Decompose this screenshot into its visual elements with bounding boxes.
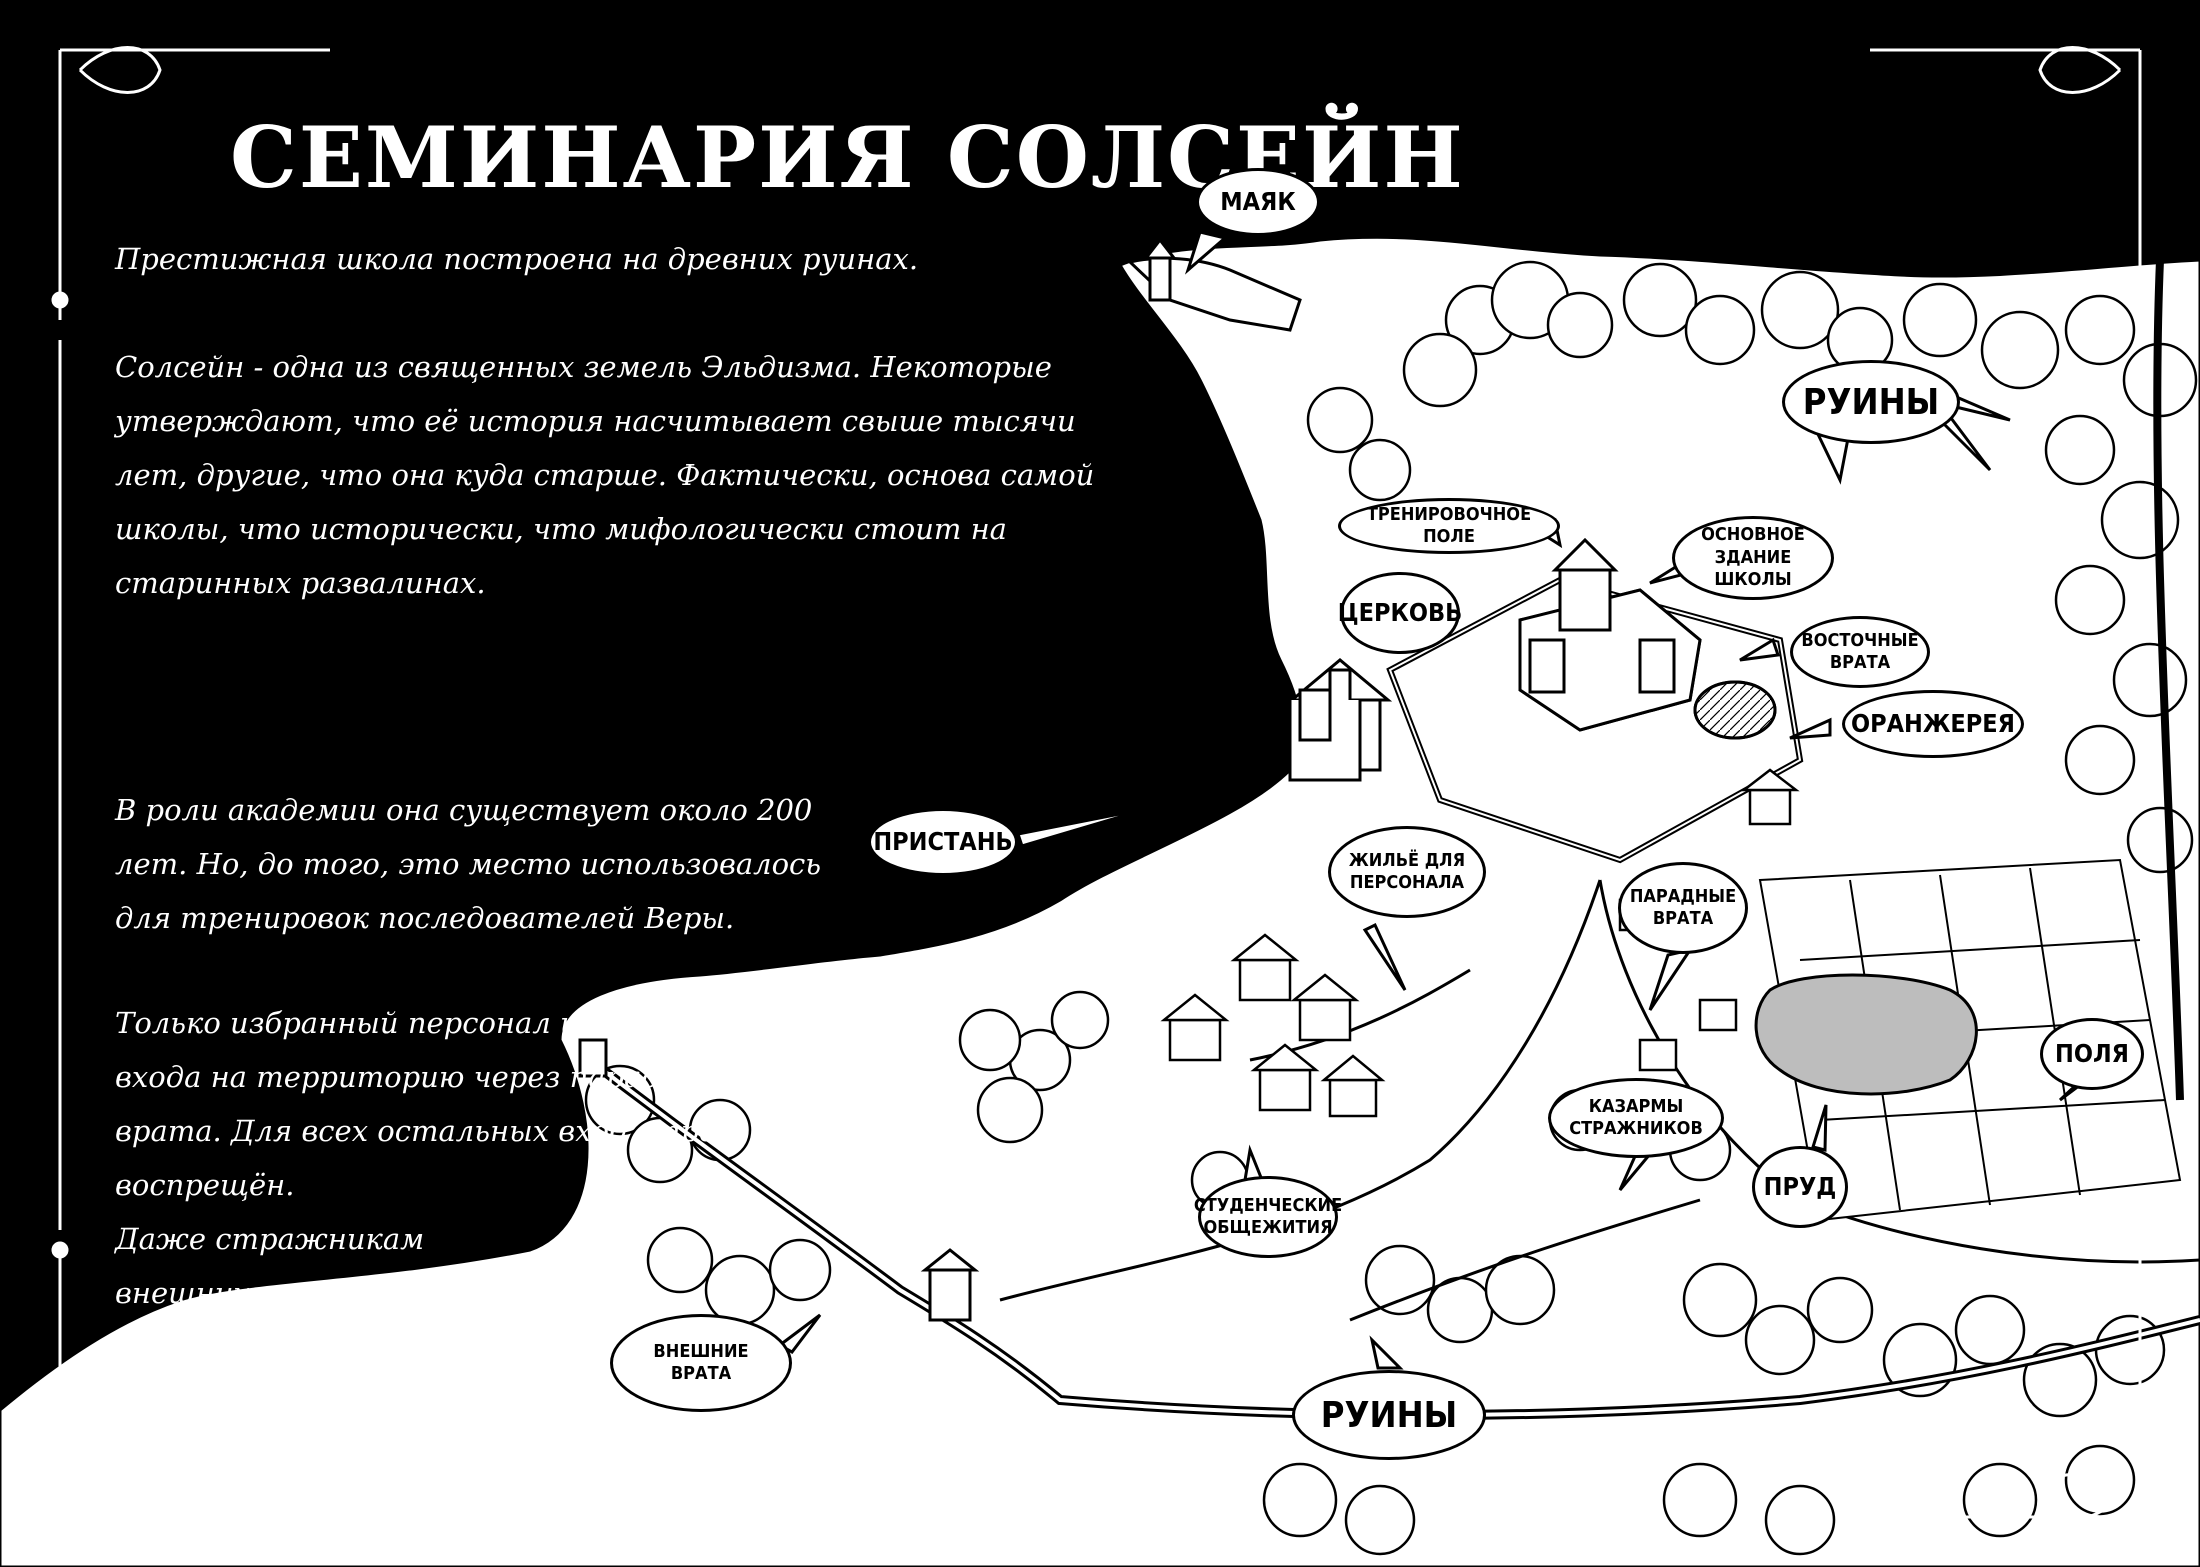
east-wall xyxy=(2153,259,2184,1101)
outer-gate-tower xyxy=(920,1248,980,1322)
access-text: Только избранный персонал имеет право вх… xyxy=(115,996,835,1212)
label-ruins-north[interactable]: РУИНЫ xyxy=(1782,360,1960,444)
pond xyxy=(1754,973,1978,1096)
corner-ornaments xyxy=(51,46,2149,1521)
greenhouse-building xyxy=(1693,680,1777,740)
intro-paragraph-1: Престижная школа построена на древних ру… xyxy=(115,242,919,276)
label-pier[interactable]: ПРИСТАНЬ xyxy=(868,808,1018,876)
intro-paragraph-3: В роли академии она существует около 200… xyxy=(115,793,822,935)
intro-paragraph-2: Солсейн - одна из священных земель Эльди… xyxy=(115,350,1095,600)
label-pond[interactable]: ПРУД xyxy=(1752,1146,1848,1228)
label-greenhouse[interactable]: ОРАНЖЕРЕЯ xyxy=(1842,690,2024,758)
main-school-building xyxy=(1518,537,1702,732)
label-east-gate[interactable]: ВОСТОЧНЫЕ ВРАТА xyxy=(1790,616,1930,688)
intro-paragraph-5: Даже стражникам внешних стен запрещено в… xyxy=(115,1222,521,1472)
label-barracks[interactable]: КАЗАРМЫ СТРАЖНИКОВ xyxy=(1548,1078,1724,1158)
label-outer-gate[interactable]: ВНЕШНИЕ ВРАТА xyxy=(610,1314,792,1412)
intro-text: Престижная школа построена на древних ру… xyxy=(115,232,1155,664)
wall-tower xyxy=(578,1038,608,1078)
land-mass xyxy=(0,235,2200,1567)
label-church[interactable]: ЦЕРКОВЬ xyxy=(1338,572,1462,654)
label-main-gate[interactable]: ПАРАДНЫЕ ВРАТА xyxy=(1618,862,1748,954)
history-text: В роли академии она существует около 200… xyxy=(115,783,875,999)
label-ruins-south[interactable]: РУИНЫ xyxy=(1292,1370,1486,1460)
lighthouse-tower xyxy=(1142,237,1178,302)
guards-text: Даже стражникам внешних стен запрещено в… xyxy=(115,1212,535,1482)
label-fields[interactable]: ПОЛЯ xyxy=(2040,1018,2144,1090)
pier xyxy=(1288,688,1362,782)
houses xyxy=(1160,768,1800,1118)
label-staff-housing[interactable]: ЖИЛЬЁ ДЛЯ ПЕРСОНАЛА xyxy=(1328,826,1486,918)
label-main-building[interactable]: ОСНОВНОЕ ЗДАНИЕ ШКОЛЫ xyxy=(1672,516,1834,600)
label-training-field[interactable]: ТРЕНИРОВОЧНОЕ ПОЛЕ xyxy=(1338,498,1560,554)
label-lighthouse[interactable]: МАЯК xyxy=(1196,168,1320,236)
intro-paragraph-4: Только избранный персонал имеет право вх… xyxy=(115,1006,763,1202)
label-student-dorms[interactable]: СТУДЕНЧЕСКИЕ ОБЩЕЖИТИЯ xyxy=(1194,1176,1342,1258)
